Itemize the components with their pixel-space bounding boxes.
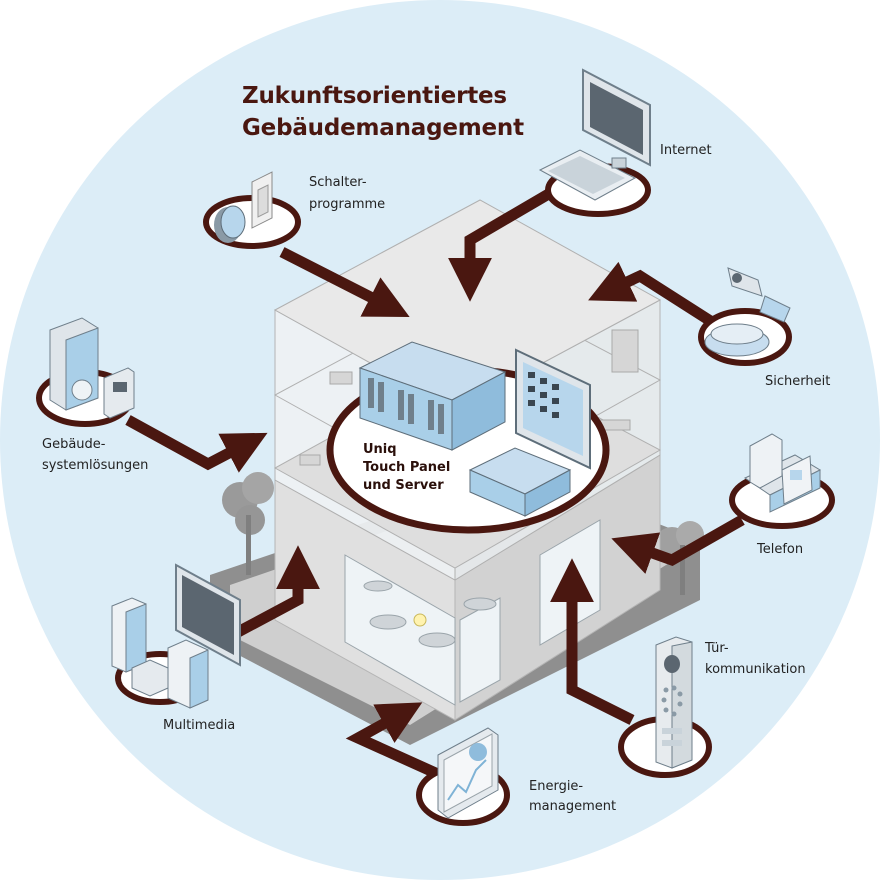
arrow-energie [345,702,443,781]
diagram-title: Zukunftsorientiertes Gebäudemanagement [242,80,524,144]
label-tuer-line2: kommunikation [705,662,806,677]
label-energie-line2: management [529,799,616,814]
multimedia-icon [111,563,241,709]
label-schalter-line1: Schalter- [309,175,367,190]
arrow-gebaeude [125,415,268,473]
label-tuer-line1: Tür- [704,641,729,656]
tree-left [222,472,274,575]
label-energie-line1: Energie- [529,779,583,794]
center-label-line-3: und Server [363,478,444,493]
switch-icon [214,171,273,243]
label-sicherheit: Sicherheit [765,374,830,389]
title-line-2: Gebäudemanagement [242,115,524,141]
arrow-telefon [611,515,745,574]
label-gebaeude-line1: Gebäude- [42,437,106,452]
center-label: Uniq Touch Panel und Server [363,441,450,495]
server-icon [358,341,507,451]
energy-monitor-icon [437,727,499,819]
arrow-sicherheit [588,261,715,327]
label-gebaeude-line2: systemlösungen [42,458,148,473]
label-internet: Internet [660,143,712,158]
label-schalter-line2: programme [309,197,385,212]
center-label-line-1: Uniq [363,442,397,457]
door-intercom-icon [655,636,693,769]
arrow-tuer [550,558,635,725]
arrows [125,187,745,781]
computer-icon [538,68,651,201]
server-box-icon [468,447,572,517]
title-line-1: Zukunftsorientiertes [242,83,507,109]
arrow-schalter [279,247,410,317]
building-system-icon [49,317,135,419]
label-multimedia: Multimedia [163,718,235,733]
center-label-line-2: Touch Panel [363,460,451,475]
label-telefon: Telefon [756,542,803,557]
security-camera-icon [704,267,791,357]
arrow-internet [448,187,555,302]
telephone-icon [743,433,822,513]
arrow-multimedia [235,545,320,637]
touch-panel-icon [515,348,591,470]
